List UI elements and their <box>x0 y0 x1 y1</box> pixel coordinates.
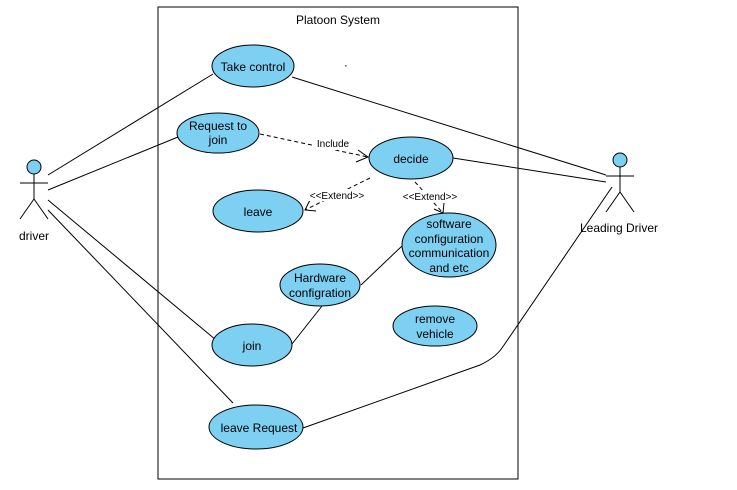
take-control-label: Take control <box>221 60 286 74</box>
use-case-ellipses <box>176 44 497 450</box>
use-case-decide <box>368 136 454 180</box>
assoc-take-control-leading-driver <box>291 76 607 176</box>
use-case-software-config <box>401 212 497 278</box>
use-case-remove-vehicle <box>392 305 478 347</box>
hardware-config-label-2: configration <box>289 286 351 300</box>
assoc-decide-leading-driver <box>452 157 607 183</box>
actor-leading-driver-label: Leading Driver <box>580 221 658 235</box>
decide-label: decide <box>393 152 429 166</box>
assoc-hardware-software <box>360 245 403 286</box>
use-case-request-to-join <box>176 112 260 154</box>
include-arrowhead <box>355 149 370 163</box>
join-label: join <box>242 339 262 353</box>
request-to-join-label-1: Request to <box>189 119 247 133</box>
actor-leading-driver-left-leg <box>605 191 621 213</box>
use-case-hardware-config <box>279 263 361 307</box>
actor-driver <box>19 159 49 220</box>
software-config-label-3: communication <box>409 246 490 260</box>
system-boundary <box>157 6 519 480</box>
extend-software-label-bg <box>399 190 461 202</box>
assoc-driver-request-join <box>47 136 179 191</box>
hardware-config-label-1: Hardware <box>294 271 346 285</box>
software-config-label-2: configuration <box>415 232 484 246</box>
system-title: Platoon System <box>296 13 380 27</box>
use-case-labels: Take control Request to join decide leav… <box>189 60 489 435</box>
extend-software-label: <<Extend>> <box>403 192 458 203</box>
associations <box>47 73 613 429</box>
request-to-join-label-2: join <box>208 133 228 147</box>
use-case-leave-request <box>208 404 304 450</box>
use-case-join <box>211 323 293 367</box>
remove-vehicle-label-2: vehicle <box>416 327 454 341</box>
extend-leave-label-bg <box>306 189 368 201</box>
include-label: Include <box>317 139 350 150</box>
actor-leading-driver-head <box>612 152 628 168</box>
assoc-leave-request-leading-driver <box>302 186 613 429</box>
assoc-driver-join <box>47 199 217 341</box>
include-label-bg <box>312 137 354 150</box>
use-case-take-control <box>211 44 295 88</box>
actor-driver-label: driver <box>19 229 49 243</box>
stray-dot <box>345 65 347 67</box>
actor-leading-driver-right-leg <box>619 191 635 213</box>
actor-leading-driver <box>605 152 635 213</box>
leave-request-label: leave Request <box>221 421 298 435</box>
actor-driver-right-leg <box>33 198 49 220</box>
leave-label: leave <box>244 205 273 219</box>
assoc-driver-leave-request <box>47 209 234 404</box>
use-case-leave <box>212 189 304 233</box>
assoc-hardware-join <box>291 305 323 345</box>
actor-driver-head <box>26 159 42 175</box>
software-config-label-4: and etc <box>429 261 468 275</box>
software-config-label-1: software <box>426 217 472 231</box>
actor-driver-left-leg <box>19 198 35 220</box>
assoc-driver-take-control <box>47 73 214 176</box>
include-line <box>259 133 369 158</box>
extend-leave-label: <<Extend>> <box>310 191 365 202</box>
remove-vehicle-label-1: remove <box>415 312 455 326</box>
extend-leave-arrowhead <box>304 199 317 212</box>
